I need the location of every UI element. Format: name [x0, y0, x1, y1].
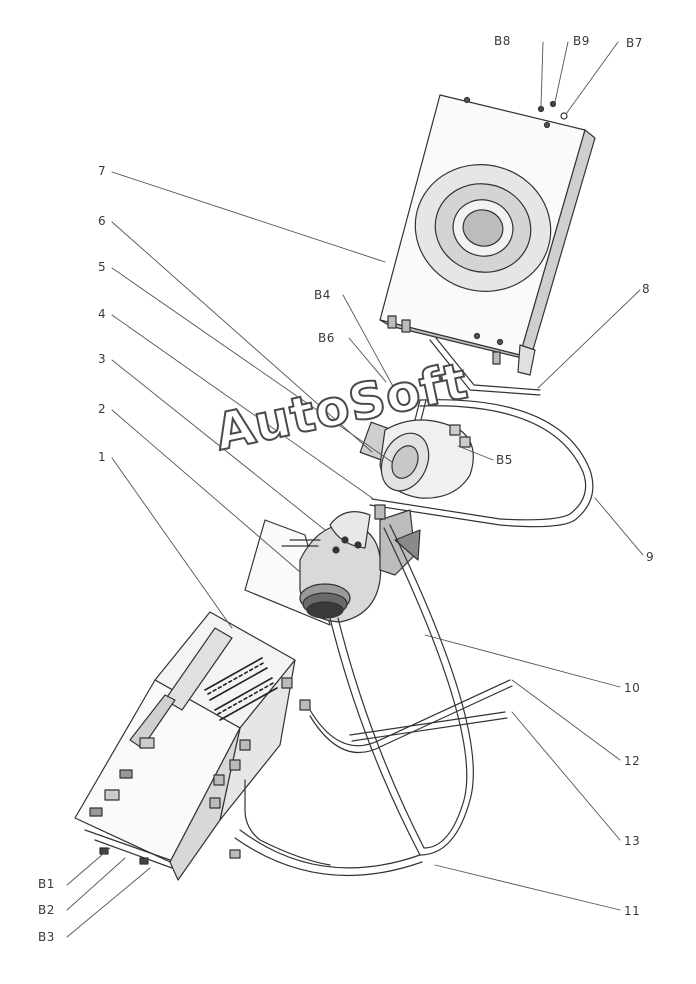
label-1: 1 [98, 450, 107, 464]
label-7: 7 [98, 164, 107, 178]
radiator-panel [379, 94, 596, 376]
label-b4: B4 [314, 288, 331, 302]
hoses [229, 524, 513, 877]
label-b2: B2 [38, 903, 55, 917]
fan-motor [359, 419, 474, 499]
label-4: 4 [98, 307, 107, 321]
label-6: 6 [98, 214, 107, 228]
label-2: 2 [98, 402, 107, 416]
label-b6: B6 [318, 331, 335, 345]
label-b8: B8 [494, 34, 511, 48]
label-b5: B5 [496, 453, 513, 467]
label-13: 13 [624, 834, 641, 848]
label-b7: B7 [626, 36, 643, 50]
label-b1: B1 [38, 877, 55, 891]
leader-lines [66, 41, 644, 938]
label-11: 11 [624, 904, 641, 918]
label-5: 5 [98, 260, 107, 274]
label-9: 9 [646, 550, 655, 564]
pump-assembly [244, 504, 421, 626]
label-8: 8 [642, 282, 651, 296]
label-3: 3 [98, 352, 107, 366]
label-12: 12 [624, 754, 641, 768]
label-b9: B9 [573, 34, 590, 48]
label-10: 10 [624, 681, 641, 695]
control-box [74, 611, 311, 881]
label-b3: B3 [38, 930, 55, 944]
